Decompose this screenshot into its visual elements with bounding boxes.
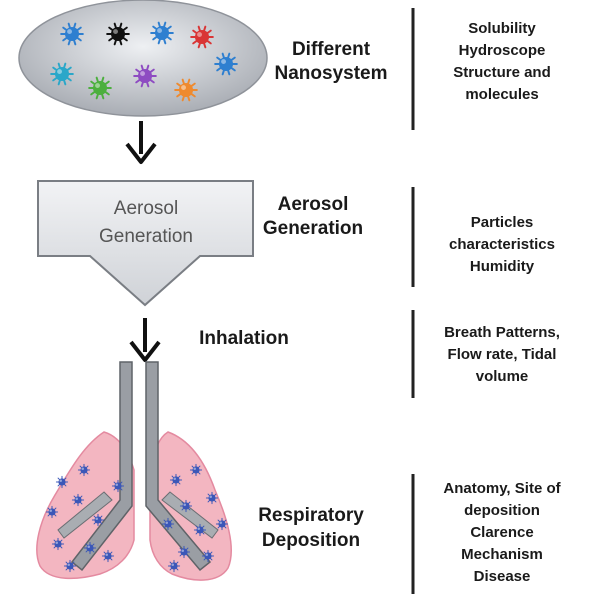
deposited-particle-icon: [161, 517, 175, 531]
deposited-particle-icon: [83, 541, 97, 555]
deposited-particle-icon: [77, 463, 91, 477]
prop-nanosystem-1: Solubility: [468, 20, 536, 37]
deposited-particle-icon: [177, 545, 191, 559]
deposited-particle-icon: [101, 549, 115, 563]
left-airway: [70, 361, 133, 572]
prop-deposition-1: Anatomy, Site of: [443, 480, 561, 497]
prop-aerosol-2: characteristics: [449, 236, 555, 253]
nanoparticle-icon: [133, 64, 157, 88]
nanoparticle-icon: [50, 62, 74, 86]
prop-deposition-5: Disease: [474, 568, 531, 585]
prop-aerosol-3: Humidity: [470, 258, 535, 275]
aerosol-box-line-1: Aerosol: [114, 198, 178, 219]
nanoparticle-icon: [106, 22, 130, 46]
prop-deposition-4: Mechanism: [461, 546, 543, 563]
prop-aerosol-1: Particles: [471, 214, 534, 231]
deposited-particle-group: [45, 463, 229, 573]
nanoparticle-group: [50, 21, 238, 102]
stage-title-aerosol-2: Generation: [263, 218, 363, 239]
prop-inhalation-1: Breath Patterns,: [444, 324, 560, 341]
left-bronchiole: [57, 491, 113, 539]
stage-title-nanosystem-1: Different: [292, 39, 371, 60]
deposited-particle-icon: [193, 523, 207, 537]
aerosol-generation-box: [37, 180, 254, 307]
prop-nanosystem-3: Structure and: [453, 64, 551, 81]
prop-inhalation-3: volume: [476, 368, 529, 385]
right-airway: [145, 361, 212, 572]
nanoparticle-icon: [190, 25, 214, 49]
stage-title-inhalation: Inhalation: [199, 328, 289, 349]
prop-deposition-3: Clarence: [470, 524, 533, 541]
deposited-particle-icon: [63, 559, 77, 573]
down-arrow-icon: [125, 121, 157, 164]
deposited-particle-icon: [167, 559, 181, 573]
prop-nanosystem-4: molecules: [465, 86, 538, 103]
aerosol-box-line-2: Generation: [99, 226, 193, 247]
deposited-particle-icon: [205, 491, 219, 505]
prop-inhalation-2: Flow rate, Tidal: [448, 346, 557, 363]
nanoparticle-icon: [150, 21, 174, 45]
deposited-particle-icon: [71, 493, 85, 507]
nanosystem-ellipse: [18, 0, 268, 117]
down-arrow-icon: [129, 318, 161, 362]
lungs-illustration: [36, 361, 232, 581]
stage-title-aerosol-1: Aerosol: [278, 194, 349, 215]
nanoparticle-icon: [174, 78, 198, 102]
nanoparticle-icon: [60, 22, 84, 46]
prop-deposition-2: deposition: [464, 502, 540, 519]
deposited-particle-icon: [179, 499, 193, 513]
deposited-particle-icon: [169, 473, 183, 487]
nanoparticle-icon: [88, 76, 112, 100]
deposited-particle-icon: [55, 475, 69, 489]
prop-nanosystem-2: Hydroscope: [459, 42, 546, 59]
deposited-particle-icon: [215, 517, 229, 531]
stage-title-nanosystem-2: Nanosystem: [275, 63, 388, 84]
stage-title-deposition-1: Respiratory: [258, 505, 364, 526]
deposited-particle-icon: [201, 549, 215, 563]
deposited-particle-icon: [45, 505, 59, 519]
deposited-particle-icon: [111, 479, 125, 493]
deposited-particle-icon: [51, 537, 65, 551]
nanoparticle-icon: [214, 52, 238, 76]
stage-title-deposition-2: Deposition: [262, 530, 360, 551]
deposited-particle-icon: [91, 513, 105, 527]
deposited-particle-icon: [189, 463, 203, 477]
